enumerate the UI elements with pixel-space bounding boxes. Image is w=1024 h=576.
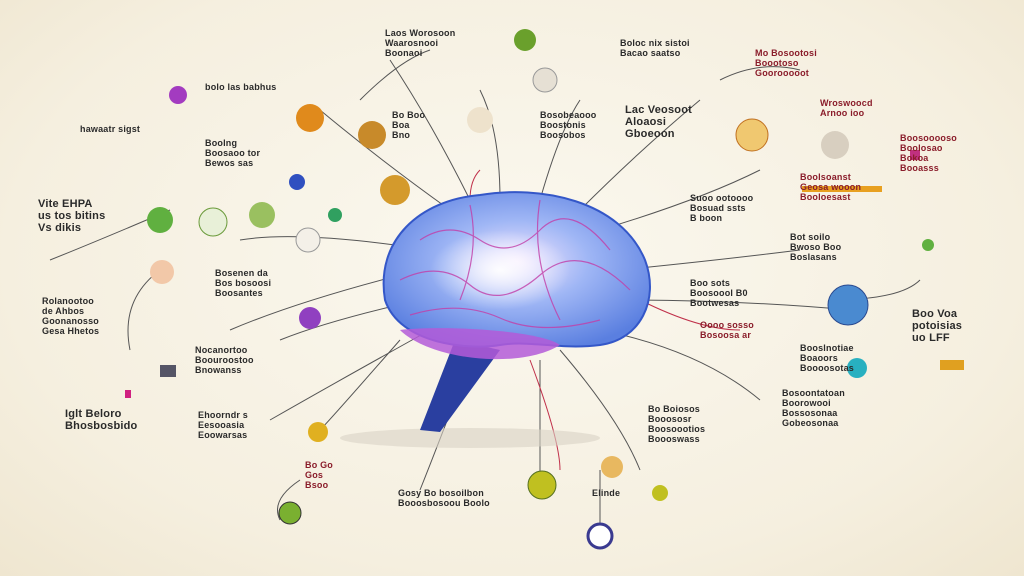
node-icon [358, 121, 386, 149]
node-icon [150, 260, 174, 284]
topic-label: Bo Go Gos Bsoo [305, 460, 333, 490]
brain-stem [420, 340, 500, 432]
topic-label: Elinde [592, 488, 621, 498]
node-icon [910, 150, 920, 160]
topic-label: Bosenen da Bos bosoosi Boosantes [215, 268, 272, 298]
node-icon [296, 104, 324, 132]
topic-label: Boo sots Boosoool B0 Bootwesas [690, 278, 748, 308]
node-icon [380, 175, 410, 205]
topic-label: Boloc nix sistoi Bacao saatso [620, 38, 690, 58]
topic-label: Laos Worosoon Waarosnooi Boonaoi [385, 28, 456, 58]
brain-shadow [340, 428, 600, 448]
topic-label: Boolsoanst Geosa wooon Booloesast [800, 172, 862, 202]
node-icon [847, 358, 867, 378]
node-icon [735, 118, 769, 152]
topic-label: Suoo ootoooo Bosuad ssts B boon [690, 193, 754, 223]
node-icon [249, 202, 275, 228]
topic-label: Boosooooso Boolosao Bokoa Booasss [900, 133, 957, 173]
topic-label: Rolanootoo de Ahbos Goonanosso Gesa Hhet… [42, 296, 100, 336]
node-icon [586, 522, 614, 550]
node-icon [514, 29, 536, 51]
topic-label: Ehoorndr s Eesooasia Eoowarsas [198, 410, 249, 440]
node-icon [289, 174, 305, 190]
node-icon [527, 470, 557, 500]
topic-label: Nocanortoo Boouroostoo Bnowanss [195, 345, 254, 375]
topic-label: bolo las babhus [205, 82, 277, 92]
topic-label: Booslnotiae Boaoors Boooosotas [800, 343, 855, 373]
topic-label: Gosy Bo bosoilbon Booosbosoou Boolo [398, 488, 490, 508]
brain-folds [399, 199, 631, 329]
topic-label: Lac Veosoot Aloaosi Gboeoon [625, 104, 692, 140]
node-icon [295, 227, 321, 253]
node-icon [601, 456, 623, 478]
node-icon [308, 422, 328, 442]
topic-label: Bo Boo Boa Bno [392, 110, 426, 140]
node-icon [160, 365, 176, 377]
node-icon [532, 67, 558, 93]
node-icon [652, 485, 668, 501]
topic-label: Vite EHPA us tos bitins Vs dikis [38, 198, 106, 234]
cerebellum [400, 328, 560, 360]
topic-label: Mo Bosootosi Boootoso Goorooooot [755, 48, 817, 78]
topic-label: Wroswoocd Arnoo ioo [820, 98, 873, 118]
topic-label: Bosoontatoan Boorowooi Bossosonaa Gobeos… [782, 388, 845, 428]
node-bar [802, 186, 882, 192]
topic-label: Bosobeaooo Boostonis Boosobos [540, 110, 597, 140]
node-icon [278, 501, 302, 525]
topic-label: Boolng Boosaoo tor Bewos sas [205, 138, 261, 168]
node-icon [169, 86, 187, 104]
node-bar [940, 360, 964, 370]
node-icon [125, 390, 131, 398]
topic-label: Bot soilo Bwoso Boo Boslasans [790, 232, 842, 262]
topic-label: Bo Boiosos Booososr Boosoootios Boooswas… [648, 404, 706, 444]
topic-label: hawaatr sigst [80, 124, 141, 134]
topic-nodes [125, 29, 964, 550]
node-icon [922, 239, 934, 251]
topic-label: Iglt Beloro Bhosbosbido [65, 408, 138, 432]
node-icon [827, 284, 869, 326]
node-icon [147, 207, 173, 233]
topic-label: Boo Voa potoisias uo LFF [912, 308, 963, 344]
topic-label: Oooo sosso Bosoosa ar [700, 320, 755, 340]
node-icon [821, 131, 849, 159]
brain [340, 191, 651, 448]
node-icon [467, 107, 493, 133]
node-icon [328, 208, 342, 222]
node-icon [299, 307, 321, 329]
node-icon [198, 207, 228, 237]
